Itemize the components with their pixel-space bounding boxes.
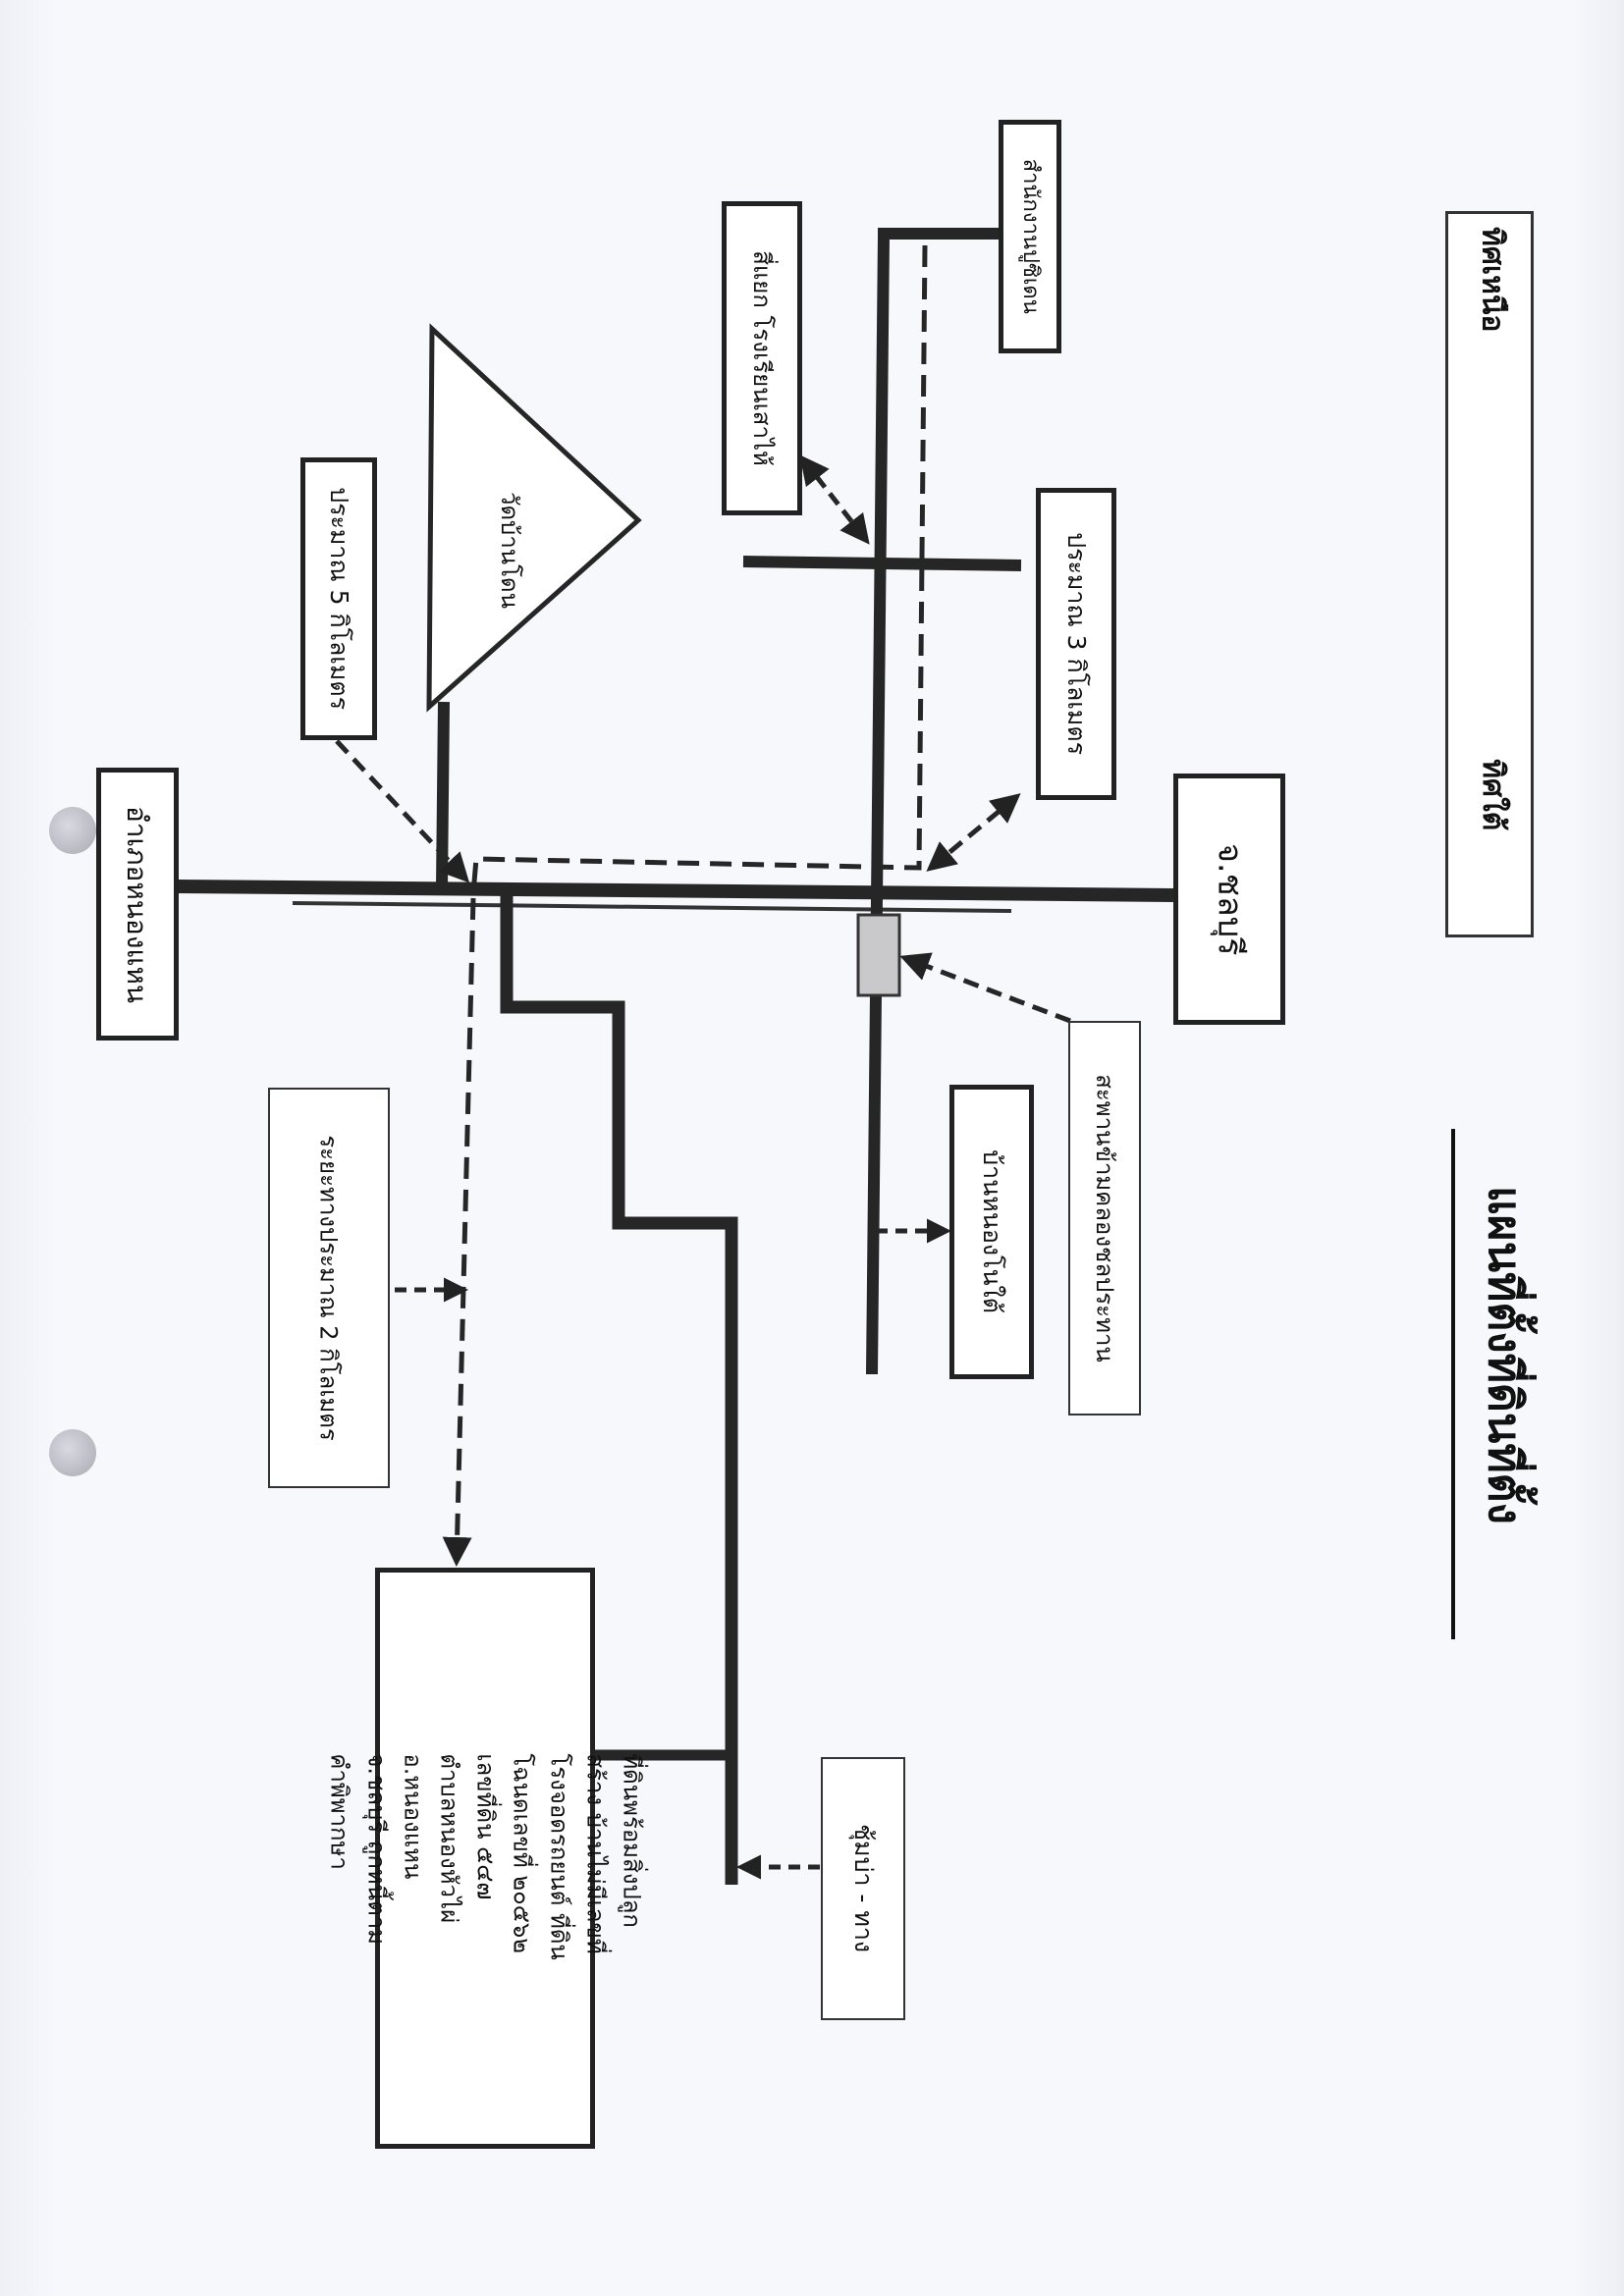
- temple-spur: [436, 701, 450, 889]
- main-road: [176, 880, 1174, 902]
- label-bridge: สะพานข้ามคลองชลประทาน: [1068, 1021, 1141, 1415]
- route-dashed-down: [442, 897, 476, 1567]
- label-district-nongyai: อำเภอหนองแหน: [96, 768, 179, 1041]
- compass-box: [1445, 211, 1534, 937]
- bridge-marker: [856, 913, 901, 997]
- arrow-bridge: [899, 952, 1071, 1024]
- compass-north-label: ทิศเหนือ: [1475, 227, 1510, 333]
- north-road: [866, 235, 890, 1375]
- arrow-5km: [335, 739, 470, 883]
- school-crossroad: [742, 556, 1022, 571]
- temple-triangle: [426, 323, 642, 713]
- map-title: แผนที่ตั้งที่ดินที่ตั้ง: [1478, 1185, 1532, 1524]
- parcel-route: [500, 891, 738, 1885]
- label-province-chonburi: จ.ชลบุรี: [1173, 774, 1285, 1025]
- label-temple: วัดบ้านโดน: [496, 491, 524, 609]
- punch-hole-bottom: [49, 1429, 96, 1476]
- compass-south-label: ทิศใต้: [1475, 759, 1510, 831]
- label-distance-2km: ระยะทางประมาณ 2 กิโลเมตร: [268, 1088, 390, 1488]
- route-dashed-top: [470, 244, 928, 894]
- label-distance-5km: ประมาณ 5 กิโลเมตร: [300, 457, 377, 740]
- label-distance-3km: ประมาณ 3 กิโลเมตร: [1036, 488, 1116, 800]
- label-school-junction: สี่แยก โรงเรียนเสาไห้: [722, 201, 802, 515]
- label-office: สำนักงานปูซิเดน: [999, 120, 1061, 353]
- punch-hole-top: [49, 807, 96, 854]
- arrow-3km: [926, 793, 1021, 872]
- label-parcel: ที่ดินพร้อมสิ่งปลูกสร้าง บ้านไม่มีเลขที่…: [326, 1568, 645, 2149]
- arrow-school: [799, 454, 870, 545]
- title-underline: [1451, 1129, 1455, 1639]
- label-village: บ้านหนองโนใต้: [949, 1085, 1034, 1379]
- label-road-sign: ชุ้มบ่า - ทาง: [821, 1757, 905, 2020]
- parallel-road: [292, 901, 1012, 913]
